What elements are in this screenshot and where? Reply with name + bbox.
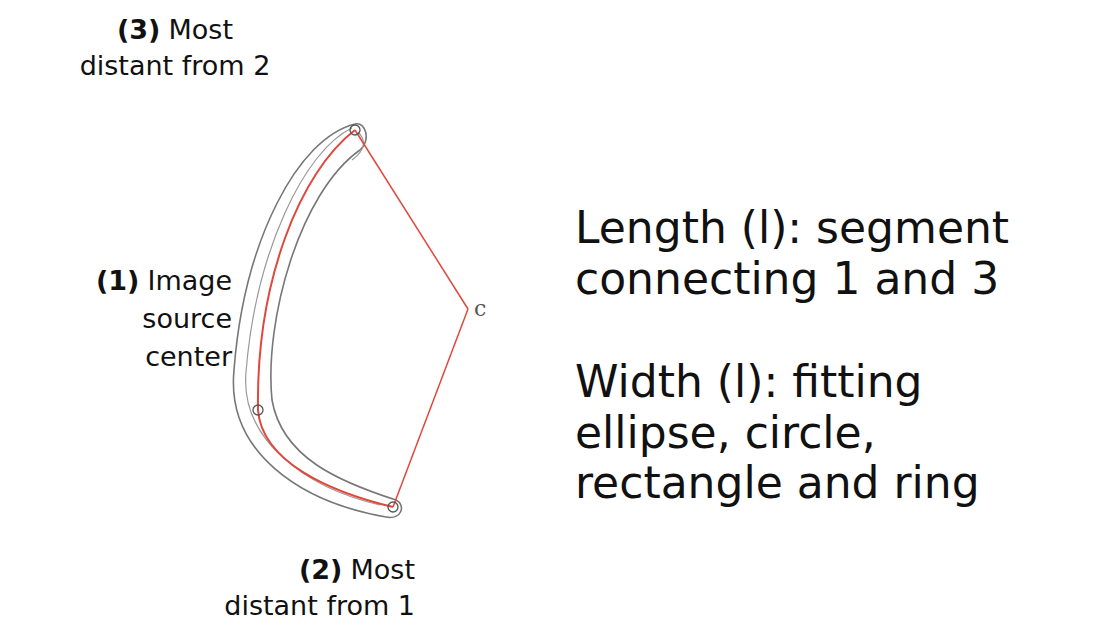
annotation-text: Image source center — [142, 265, 232, 372]
text-group: Width (l): fitting ellipse, circle, rect… — [575, 357, 1075, 509]
text-group: (1)Image source center — [52, 262, 232, 375]
arc-inner-contour — [246, 128, 380, 505]
point-label: c — [474, 296, 486, 321]
annotation-text: Most distant from 2 — [80, 14, 271, 81]
point-marker — [350, 125, 360, 135]
arc-outer-contour — [233, 124, 401, 518]
callout-number: (2) — [299, 554, 342, 585]
point-marker — [388, 502, 398, 512]
text-group: (3)Most distant from 2 — [70, 12, 280, 85]
text-group: Length (l): segment connecting 1 and 3 — [575, 203, 1075, 304]
text-group: c — [474, 296, 504, 322]
annotation-text: Width (l): fitting ellipse, circle, rect… — [575, 356, 980, 508]
callout-number: (1) — [96, 265, 139, 296]
arc-centerline — [258, 130, 393, 507]
callout-number: (3) — [117, 14, 160, 45]
radius-line — [393, 309, 468, 507]
text-group: (2)Most distant from 1 — [205, 552, 415, 625]
point-marker — [253, 405, 263, 415]
annotation-text: Length (l): segment connecting 1 and 3 — [575, 202, 1009, 304]
radius-line — [355, 130, 468, 309]
